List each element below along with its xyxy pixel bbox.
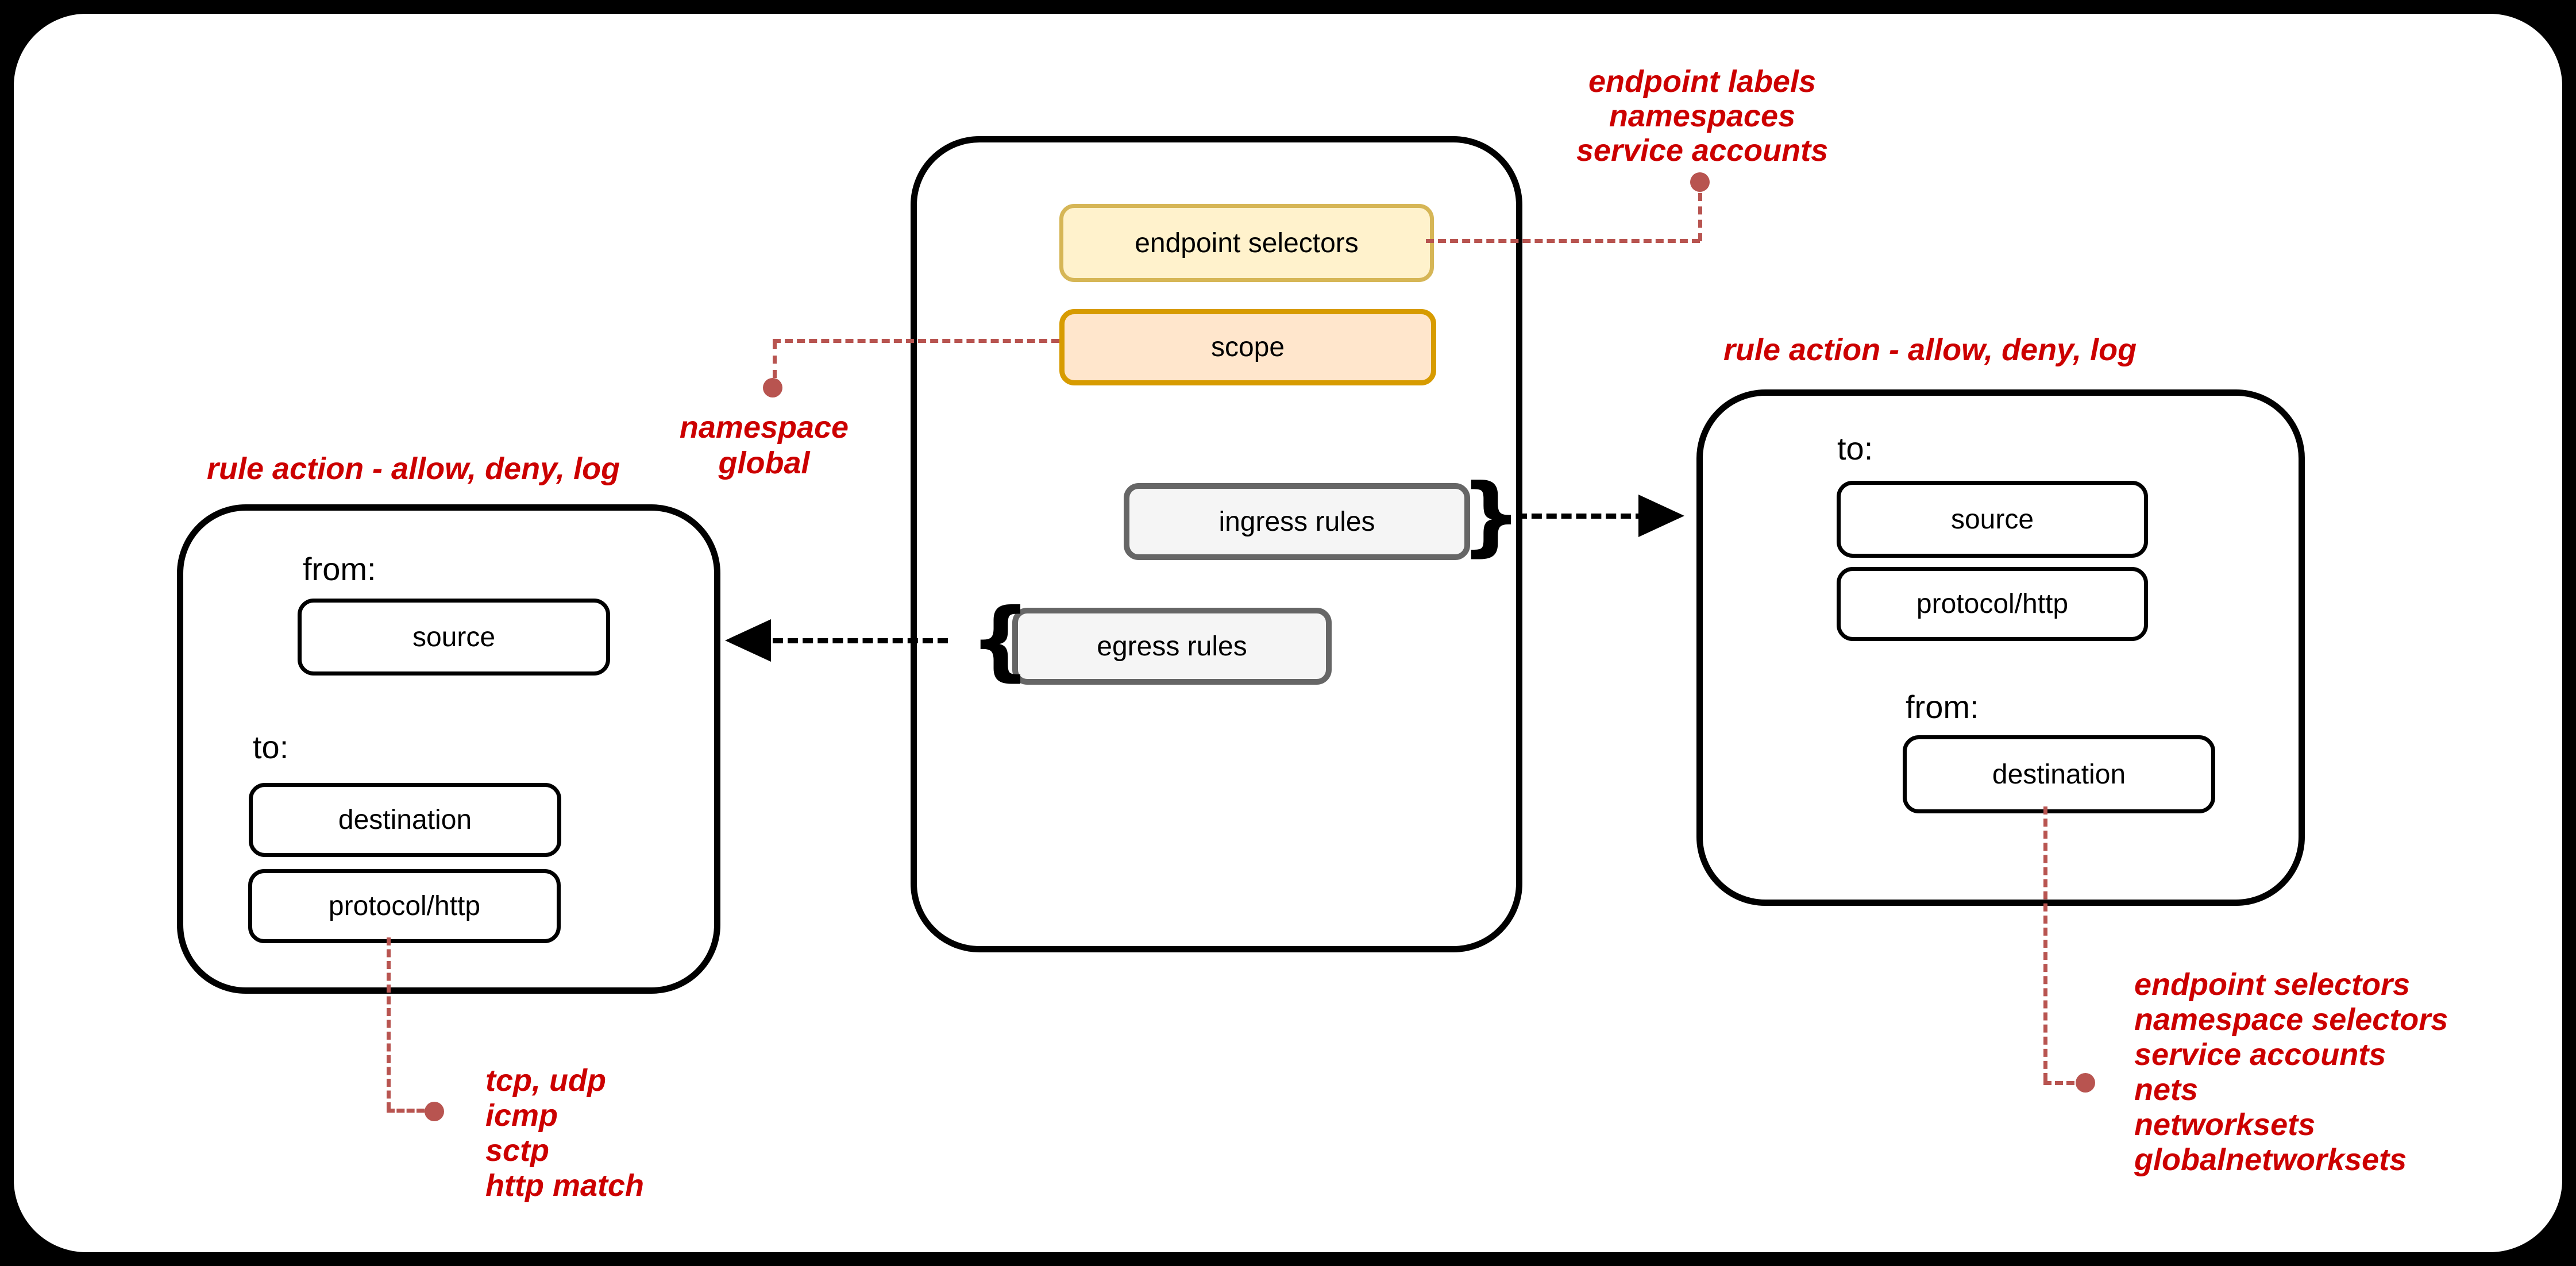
note-line: service accounts: [2134, 1037, 2386, 1072]
note-line: namespace: [679, 410, 849, 445]
note-line: networksets: [2134, 1107, 2316, 1142]
destination-connector-horizontal: [2043, 1081, 2074, 1085]
egress-destination-box: destination: [249, 783, 561, 857]
ingress-protocol-label: protocol/http: [1916, 589, 2069, 619]
ingress-protocol-box: protocol/http: [1837, 567, 2148, 641]
endpoint-selectors-note: endpoint labels namespaces service accou…: [1530, 64, 1875, 168]
destination-connector-vertical: [2043, 806, 2047, 1081]
note-line: service accounts: [1576, 133, 1829, 168]
ingress-brace: }: [1460, 466, 1522, 566]
scope-connector-dot: [763, 378, 782, 397]
ingress-rule-action-label: rule action - allow, deny, log: [1723, 333, 2137, 367]
note-line: http match: [485, 1168, 644, 1203]
ingress-rules-label: ingress rules: [1218, 506, 1375, 537]
egress-rules-box: egress rules: [1012, 608, 1332, 685]
endpoint-selectors-connector-dot: [1690, 172, 1710, 192]
egress-destination-label: destination: [338, 805, 472, 835]
endpoint-selectors-box: endpoint selectors: [1059, 204, 1434, 282]
protocol-connector-vertical: [387, 937, 391, 1110]
note-line: namespace selectors: [2134, 1002, 2448, 1037]
ingress-rules-box: ingress rules: [1124, 483, 1470, 560]
egress-to-label: to:: [253, 729, 289, 765]
protocol-note: tcp, udp icmp sctp http match: [485, 1063, 644, 1203]
egress-arrow-line: [773, 638, 948, 643]
protocol-connector-dot: [425, 1102, 444, 1121]
scope-connector-vertical: [773, 341, 777, 378]
egress-source-label: source: [412, 622, 496, 653]
endpoint-selectors-label: endpoint selectors: [1135, 227, 1359, 258]
ingress-source-box: source: [1837, 481, 2148, 558]
ingress-arrow-head-icon: [1638, 495, 1684, 537]
note-line: tcp, udp: [485, 1063, 606, 1098]
ingress-source-label: source: [1950, 504, 2034, 535]
ingress-destination-box: destination: [1903, 735, 2215, 813]
note-line: nets: [2134, 1072, 2199, 1107]
scope-label: scope: [1210, 332, 1285, 362]
scope-box: scope: [1059, 309, 1436, 385]
endpoint-selectors-connector-horizontal: [1426, 239, 1700, 243]
note-line: globalnetworksets: [2134, 1143, 2407, 1177]
egress-source-box: source: [298, 599, 610, 676]
note-line: icmp: [485, 1098, 558, 1133]
endpoint-selectors-connector-vertical: [1698, 193, 1702, 241]
ingress-arrow-line: [1517, 514, 1646, 519]
destination-note: endpoint selectors namespace selectors s…: [2134, 967, 2448, 1178]
egress-rules-label: egress rules: [1097, 631, 1247, 662]
ingress-rule-detail-box: [1696, 389, 2305, 906]
note-line: endpoint labels: [1588, 64, 1817, 99]
note-line: sctp: [485, 1133, 550, 1168]
egress-rule-action-label: rule action - allow, deny, log: [207, 451, 620, 486]
note-line: namespaces: [1609, 99, 1796, 133]
egress-brace: {: [970, 590, 1031, 690]
destination-connector-dot: [2076, 1073, 2095, 1093]
egress-protocol-box: protocol/http: [248, 869, 561, 943]
egress-from-label: from:: [303, 551, 376, 587]
ingress-from-label: from:: [1906, 689, 1979, 725]
note-line: global: [718, 446, 810, 480]
egress-arrow-head-icon: [725, 619, 771, 662]
scope-connector-horizontal: [773, 339, 1059, 343]
ingress-to-label: to:: [1837, 430, 1873, 466]
note-line: endpoint selectors: [2134, 967, 2411, 1002]
egress-protocol-label: protocol/http: [328, 891, 481, 921]
scope-note: namespace global: [592, 410, 936, 481]
protocol-connector-horizontal: [387, 1109, 425, 1113]
ingress-destination-label: destination: [1992, 759, 2126, 790]
